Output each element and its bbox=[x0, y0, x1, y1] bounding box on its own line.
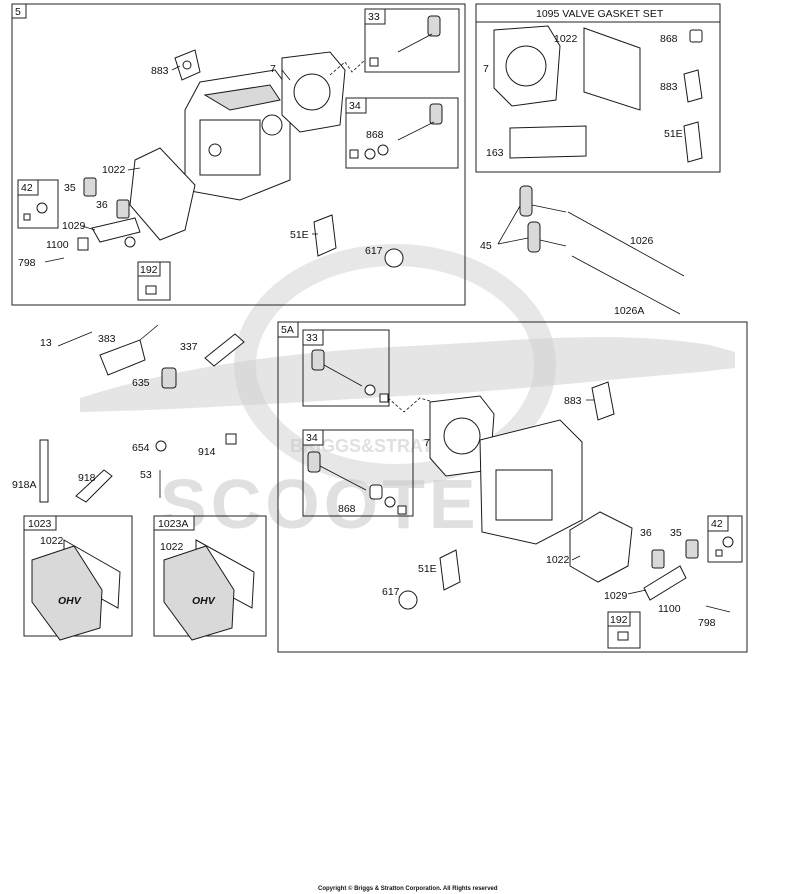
gs-callout-51e: 51E bbox=[664, 128, 683, 140]
group-1023a-tag: 1023A bbox=[158, 518, 188, 530]
gs-callout-1022: 1022 bbox=[554, 33, 578, 45]
callout-35: 35 bbox=[64, 182, 76, 194]
gs-cover-gasket bbox=[583, 27, 641, 111]
rocker-arm-5a bbox=[643, 565, 687, 601]
cover-gasket-5a bbox=[569, 511, 633, 583]
callout-383: 383 bbox=[98, 333, 116, 345]
group-192-tag: 192 bbox=[140, 264, 158, 276]
valve-spring-36 bbox=[116, 199, 130, 219]
gs-callout-163: 163 bbox=[486, 147, 504, 159]
callout-798: 798 bbox=[698, 617, 716, 629]
rocker-arm bbox=[91, 217, 141, 243]
exhaust-gasket-5a bbox=[591, 381, 615, 421]
group-5-panel: 5 33 34 868 bbox=[11, 3, 466, 306]
watermark-title: SCOOTER bbox=[160, 465, 534, 543]
callout-7: 7 bbox=[270, 63, 276, 75]
callout-1100: 1100 bbox=[658, 603, 681, 615]
copyright-text: Copyright © Briggs & Stratton Corporatio… bbox=[318, 885, 498, 892]
callout-1022: 1022 bbox=[102, 164, 126, 176]
callout-36: 36 bbox=[96, 199, 108, 211]
callout-883: 883 bbox=[564, 395, 582, 407]
rocker-bolt bbox=[77, 237, 89, 251]
intake-gasket-5a bbox=[439, 549, 461, 591]
callout-918a: 918A bbox=[12, 479, 37, 491]
callout-7: 7 bbox=[424, 437, 430, 449]
callout-1100: 1100 bbox=[46, 239, 69, 251]
gs-callout-868: 868 bbox=[660, 33, 678, 45]
exhaust-valve bbox=[349, 103, 443, 160]
group-33-tag: 33 bbox=[368, 11, 380, 23]
callout-635: 635 bbox=[132, 377, 150, 389]
gs-gasket-883 bbox=[683, 69, 703, 103]
callout-868: 868 bbox=[366, 129, 384, 141]
callout-1026: 1026 bbox=[630, 235, 654, 247]
callout-51e: 51E bbox=[418, 563, 437, 575]
loose-parts: 13 383 337 635 654 914 53 918A 918 bbox=[12, 324, 245, 503]
group-34b-tag: 34 bbox=[306, 432, 318, 444]
head-gasket bbox=[281, 51, 346, 133]
group-5a-panel: 5A 33 34 868 42 bbox=[277, 321, 748, 653]
group-5a-tag: 5A bbox=[281, 324, 294, 336]
group-1023a-panel: 1023A OHV 1022 bbox=[153, 515, 267, 641]
callout-654: 654 bbox=[132, 442, 150, 454]
callout-883: 883 bbox=[151, 65, 169, 77]
group-1023-panel: 1023 OHV 1022 bbox=[23, 515, 133, 641]
callout-1029: 1029 bbox=[604, 590, 628, 602]
group-5-tag: 5 bbox=[15, 6, 21, 18]
push-rod-parts: 45 1026 1026A bbox=[480, 185, 685, 317]
callout-337: 337 bbox=[180, 341, 198, 353]
callout-617: 617 bbox=[382, 586, 400, 598]
callout-1022: 1022 bbox=[160, 541, 184, 553]
valve-gasket-set-panel: 1095 VALVE GASKET SET 1022 868 7 883 51E… bbox=[475, 3, 721, 173]
gs-callout-883: 883 bbox=[660, 81, 678, 93]
callout-36: 36 bbox=[640, 527, 652, 539]
gs-gasket-51e bbox=[683, 121, 703, 163]
gasket-set-title: 1095 VALVE GASKET SET bbox=[536, 8, 664, 20]
group-192b-tag: 192 bbox=[610, 614, 628, 626]
callout-798: 798 bbox=[18, 257, 36, 269]
group-42-tag: 42 bbox=[21, 182, 33, 194]
callout-35: 35 bbox=[670, 527, 682, 539]
gs-callout-7: 7 bbox=[483, 63, 489, 75]
callout-868: 868 bbox=[338, 503, 356, 515]
watermark-brand: BRIGGS&STRATTON bbox=[290, 436, 470, 456]
callout-51e: 51E bbox=[290, 229, 309, 241]
callout-918: 918 bbox=[78, 472, 96, 484]
callout-617: 617 bbox=[365, 245, 383, 257]
group-1023-tag: 1023 bbox=[28, 518, 52, 530]
valve-cover-gasket bbox=[129, 147, 196, 241]
valve-spring-35 bbox=[83, 177, 97, 197]
callout-1029: 1029 bbox=[62, 220, 86, 232]
group-42b-tag: 42 bbox=[711, 518, 723, 530]
callout-13: 13 bbox=[40, 337, 52, 349]
cover-logo-1023: OHV bbox=[58, 595, 82, 607]
intake-valve bbox=[369, 15, 441, 67]
cylinder-head bbox=[184, 69, 291, 201]
callout-1026a: 1026A bbox=[614, 305, 644, 317]
callout-1022: 1022 bbox=[40, 535, 64, 547]
group-33b-tag: 33 bbox=[306, 332, 318, 344]
cover-logo-1023a: OHV bbox=[192, 595, 216, 607]
gs-seal-868 bbox=[689, 29, 703, 43]
intake-gasket bbox=[313, 214, 337, 257]
watermark: BRIGGS&STRATTON SCOOTER bbox=[80, 244, 735, 543]
callout-45: 45 bbox=[480, 240, 492, 252]
callout-1022: 1022 bbox=[546, 554, 570, 566]
gs-gasket-163 bbox=[509, 125, 587, 159]
group-34-tag: 34 bbox=[349, 100, 361, 112]
callout-914: 914 bbox=[198, 446, 216, 458]
callout-53: 53 bbox=[140, 469, 152, 481]
